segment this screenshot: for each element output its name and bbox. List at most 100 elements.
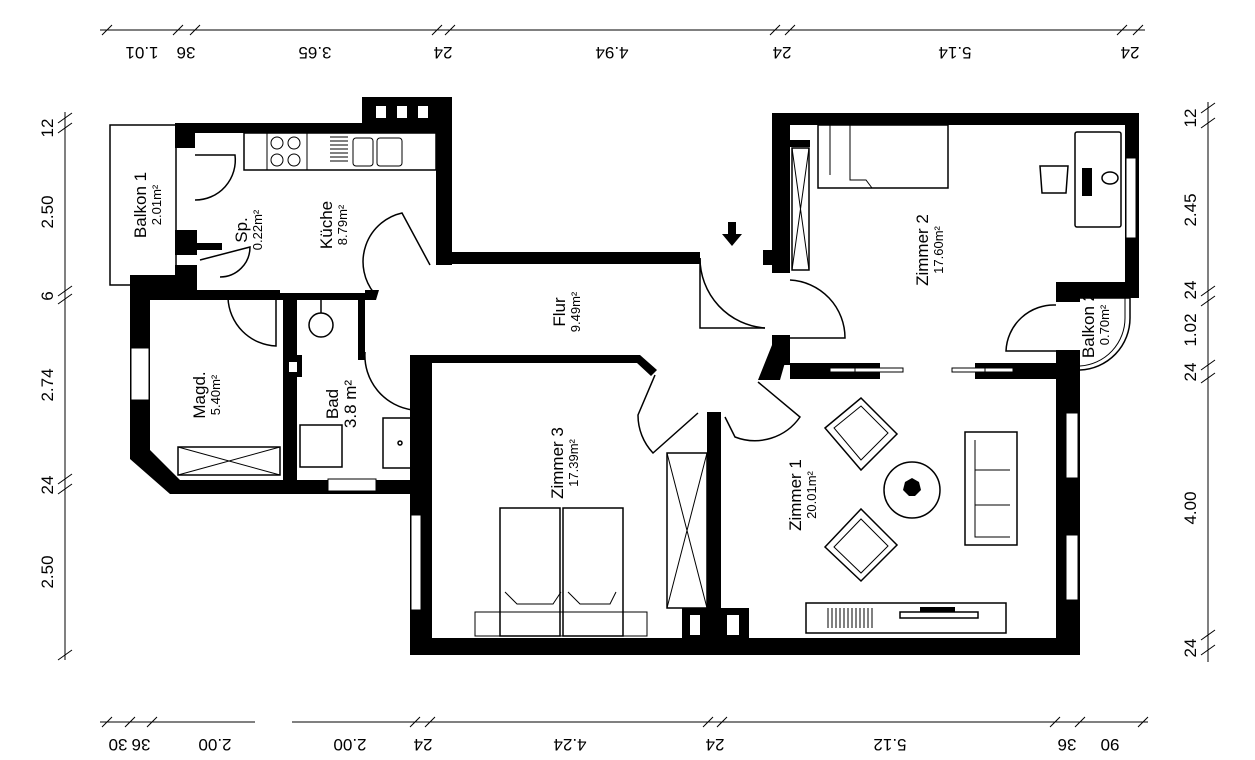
room-name: Magd.	[190, 371, 209, 418]
room-name: Bad	[323, 389, 342, 419]
dim-label: 2.00	[333, 735, 366, 754]
door-zimmer-2	[789, 279, 846, 339]
room-name: Sp.	[232, 217, 251, 243]
dim-label: 24	[773, 43, 792, 62]
dimension-left: 12 2.50 6 2.74 24 2.50	[38, 112, 73, 661]
room-area: 17.39m²	[566, 438, 581, 486]
dim-label: 4.94	[595, 43, 628, 62]
door-zimmer-3	[637, 374, 699, 455]
plant-icon	[903, 478, 921, 496]
chair-icon	[1039, 165, 1069, 194]
room-name: Küche	[317, 201, 336, 249]
door-zimmer-1	[724, 381, 802, 442]
room-balkon-2: Balkon 2 0.70m²	[1079, 292, 1112, 358]
dim-label: 90	[1101, 735, 1120, 754]
room-name: Flur	[550, 297, 569, 327]
wardrobe-magd	[177, 446, 281, 476]
balcony-2-outline	[1079, 297, 1131, 371]
dim-label: 12	[1181, 109, 1200, 128]
room-area: 5.40m²	[208, 374, 223, 415]
sofa	[964, 431, 1018, 546]
dimension-top: 1.01 36 3.65 24 4.94 24 5.14 24	[100, 24, 1145, 62]
dim-label: 24	[1181, 281, 1200, 300]
room-zimmer-2: Zimmer 2 17.60m²	[913, 214, 946, 286]
dim-label: 24	[706, 735, 725, 754]
dim-label: 24	[1181, 639, 1200, 658]
computer-icon	[1082, 168, 1092, 196]
door-magd	[227, 297, 277, 347]
dim-label: 24	[1121, 43, 1140, 62]
room-area: 17.60m²	[931, 225, 946, 273]
dim-label: 24	[38, 476, 57, 495]
door-balcony-1	[194, 154, 237, 201]
room-area: 9.49m²	[568, 291, 583, 332]
coffee-table	[883, 461, 941, 519]
room-bad: Bad 3.8 m²	[323, 380, 360, 429]
door-kitchen	[362, 212, 431, 294]
dim-label: 36	[132, 735, 151, 754]
room-speisekammer: Sp. 0.22m²	[232, 209, 265, 250]
dimension-ticks	[101, 24, 1144, 36]
dim-label: 24	[414, 735, 433, 754]
desk	[1074, 131, 1122, 228]
room-area: 0.70m²	[1097, 304, 1112, 345]
dim-label: 2.50	[38, 195, 57, 228]
room-kueche: Küche 8.79m²	[317, 201, 350, 249]
room-area: 2.01m²	[149, 184, 164, 225]
sink-icon	[330, 136, 403, 167]
dim-label: 2.50	[38, 555, 57, 588]
dim-label: 5.14	[938, 43, 971, 62]
doors	[194, 154, 1131, 455]
dimension-right: 12 2.45 24 1.02 24 4.00 24	[1181, 102, 1216, 662]
dim-label: 12	[38, 119, 57, 138]
room-area: 0.22m²	[250, 209, 265, 250]
front-door	[699, 258, 765, 329]
room-area: 3.8 m²	[341, 380, 360, 429]
phone-icon	[1101, 171, 1119, 185]
tv-cabinet	[805, 602, 1007, 634]
dim-label: 1.01	[125, 43, 158, 62]
room-zimmer-3: Zimmer 3 17.39m²	[548, 427, 581, 499]
dim-label: 2.00	[198, 735, 231, 754]
entrance-arrow-icon	[722, 222, 742, 246]
beds-zimmer-3	[474, 507, 648, 637]
dim-label: 5.12	[873, 735, 906, 754]
furniture	[177, 124, 1122, 637]
toilet-icon	[308, 312, 334, 338]
dim-label: 6	[38, 291, 57, 300]
room-flur: Flur 9.49m²	[550, 291, 583, 332]
kitchen-counter	[243, 132, 437, 171]
room-name: Zimmer 1	[786, 459, 805, 531]
room-name: Zimmer 3	[548, 427, 567, 499]
washbasin-icon	[382, 417, 414, 469]
shower-icon	[299, 424, 343, 468]
dim-label: 30	[109, 735, 128, 754]
dimension-bottom: 30 36 2.00 2.00 24 4.24 24 5.12 36 90	[100, 716, 1149, 754]
dim-label: 3.65	[298, 43, 331, 62]
dim-label: 36	[177, 43, 196, 62]
dim-label: 24	[1181, 363, 1200, 382]
room-name: Balkon 1	[131, 172, 150, 238]
door-bath	[364, 351, 414, 411]
door-balcony-2	[1005, 304, 1057, 352]
wardrobe-zimmer-3	[666, 452, 708, 609]
room-name: Balkon 2	[1079, 292, 1098, 358]
armchair-icon	[823, 507, 899, 583]
walls	[109, 97, 1139, 655]
dim-label: 4.00	[1181, 491, 1200, 524]
room-area: 8.79m²	[335, 204, 350, 245]
dim-label: 24	[434, 43, 453, 62]
room-magd: Magd. 5.40m²	[190, 371, 223, 418]
bed-zimmer-2	[817, 124, 949, 189]
room-labels: Küche 8.79m² Sp. 0.22m² Balkon 1 2.01m² …	[131, 172, 1112, 531]
dim-label: 4.24	[553, 735, 586, 754]
dim-label: 2.74	[38, 368, 57, 401]
dim-label: 1.02	[1181, 313, 1200, 346]
room-balkon-1: Balkon 1 2.01m²	[131, 172, 164, 238]
armchair-icon	[823, 396, 899, 472]
room-area: 20.01m²	[804, 470, 819, 518]
dim-label: 36	[1058, 735, 1077, 754]
stove-icon	[266, 132, 308, 171]
dim-label: 2.45	[1181, 193, 1200, 226]
